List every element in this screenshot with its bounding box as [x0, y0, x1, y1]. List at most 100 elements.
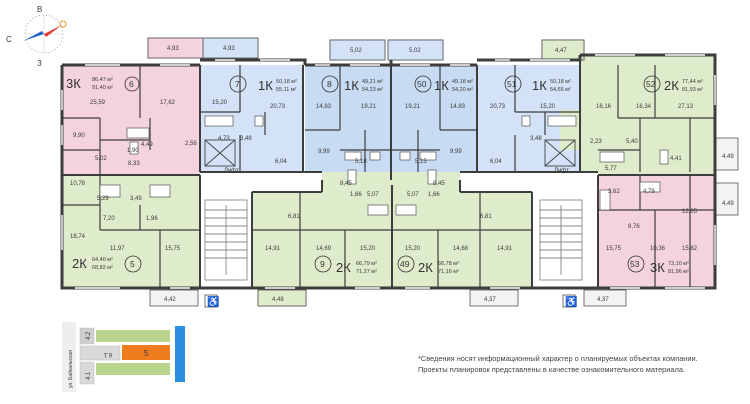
room-area: 9,90	[73, 133, 85, 139]
apt-number: 8	[327, 79, 332, 89]
apt-type: 2К	[72, 256, 87, 271]
apt-50-label: 50 1К 49,18 м² 54,20 м²	[414, 75, 473, 93]
apt-50-fill	[391, 65, 477, 180]
room-area: 20,73	[490, 104, 506, 110]
apartment-fills	[62, 55, 715, 287]
room-area: 1,96	[146, 216, 158, 222]
room-area: 4,47	[555, 48, 567, 54]
apt-5-fill	[62, 175, 200, 287]
apt-7-label: 7 1К 50,18 м² 55,11 м²	[229, 75, 297, 93]
selected-building-label: 5	[144, 349, 149, 358]
room-area: 3,48	[530, 136, 542, 142]
apt-type: 1К	[258, 78, 273, 93]
room-area: 4,93	[167, 46, 179, 52]
compass-needle-blue	[23, 31, 44, 41]
room-area: 14,91	[265, 246, 281, 252]
apt-type: 1К	[434, 78, 449, 93]
room-area: 15,20	[212, 100, 228, 106]
apt-type: 3К	[650, 260, 665, 275]
apt-total: 77,44 м²	[682, 79, 703, 85]
room-area: 11,97	[110, 246, 125, 252]
room-area: 4,48	[272, 297, 284, 303]
apt-type: 2К	[664, 78, 679, 93]
apt-number: 49	[400, 259, 410, 269]
room-area: 16,34	[636, 104, 652, 110]
room-area: 14,69	[316, 246, 332, 252]
lift-label: Лифт	[554, 168, 569, 174]
room-area: 4,49	[141, 142, 153, 148]
svg-text:♿: ♿	[565, 295, 577, 308]
compass-north-label: В	[37, 5, 42, 14]
room-area: 2,23	[590, 139, 602, 145]
room-area: 4,49	[722, 154, 734, 160]
room-area: 15,75	[165, 246, 181, 252]
block-label: 6.1	[103, 351, 112, 357]
room-area: 15,82	[682, 246, 698, 252]
block-label: 4.2	[86, 331, 92, 340]
room-area: 5,18	[355, 159, 367, 165]
room-area: 12,05	[682, 209, 698, 215]
apt-total2: 81,93 м²	[682, 87, 703, 93]
room-area: 15,75	[606, 246, 622, 252]
room-area: 16,16	[596, 104, 612, 110]
apt-6-label: 3К 86,47 м² 91,40 м² 6	[66, 76, 140, 92]
apt-type: 2К	[336, 260, 351, 275]
room-area: 3,62	[608, 189, 620, 195]
apt-total2: 71,27 м²	[356, 269, 377, 275]
apt-52-label: 52 2К 77,44 м² 81,93 м²	[643, 75, 703, 93]
apt-5-label: 2К 64,40 м² 68,82 м² 5	[72, 255, 142, 273]
compass-needle-red	[44, 25, 62, 37]
room-area: 25,59	[90, 100, 106, 106]
wheelchair-icon: ♿	[204, 294, 219, 308]
room-area: 1,66	[350, 192, 362, 198]
apt-total: 49,21 м²	[362, 79, 383, 85]
apt-total2: 54,23 м²	[362, 87, 383, 93]
apt-total2: 91,40 м²	[92, 85, 113, 91]
room-area: 10,36	[650, 246, 666, 252]
apt-number: 6	[129, 79, 134, 89]
room-area: 10,78	[70, 181, 86, 187]
compass-west-label: С	[6, 35, 12, 44]
room-area: 15,20	[540, 104, 556, 110]
water-area	[175, 326, 185, 382]
site-map: ул. Байкальская 4.2 6.1 4.1 5	[62, 322, 185, 392]
room-area: 1,66	[428, 192, 440, 198]
apt-total: 73,10 м²	[668, 261, 689, 267]
apt-type: 3К	[66, 76, 81, 91]
apt-number: 7	[235, 79, 240, 89]
street-label: ул. Байкальская	[67, 350, 74, 388]
room-area: 9,99	[318, 149, 330, 155]
room-area: 14,83	[316, 104, 332, 110]
room-area: 27,13	[678, 104, 694, 110]
room-area: 18,74	[70, 234, 86, 240]
room-area: 2,56	[185, 141, 197, 147]
wheelchair-icon: ♿	[562, 294, 577, 308]
room-area: 5,29	[97, 196, 109, 202]
common-areas	[200, 172, 598, 287]
block-label: 4.1	[86, 371, 92, 380]
room-area: 19,21	[361, 104, 377, 110]
apt-total: 49,18 м²	[452, 79, 473, 85]
room-area: 8,45	[433, 181, 445, 187]
apt-8-fill	[305, 65, 391, 180]
apt-number: 9	[320, 259, 325, 269]
apt-49-fill	[392, 185, 532, 287]
disclaimer: *Сведения носят информационный характер …	[418, 353, 748, 375]
apt-total: 64,40 м²	[92, 257, 113, 263]
apt-9-label: 9 2К 66,79 м² 71,27 м²	[314, 255, 377, 275]
room-area: 8,33	[128, 161, 140, 167]
compass-rose: В С З	[6, 5, 67, 68]
svg-text:♿: ♿	[207, 295, 219, 308]
compass-south-label: З	[37, 59, 42, 68]
apt-total: 66,78 м²	[438, 261, 459, 267]
room-area: 6,04	[490, 159, 502, 165]
room-area: 8,45	[340, 181, 352, 187]
apt-51-label: 51 1К 50,18 м² 54,65 м²	[504, 75, 571, 93]
apt-total2: 71,16 м²	[438, 269, 459, 275]
room-area-labels: 4,93 4,93 5,02 5,02 4,47 25,59 17,62 9,9…	[70, 46, 734, 303]
room-area: 4,37	[597, 297, 609, 303]
walls	[60, 53, 717, 290]
apt-total2: 81,96 м²	[668, 269, 689, 275]
room-area: 15,20	[360, 246, 376, 252]
